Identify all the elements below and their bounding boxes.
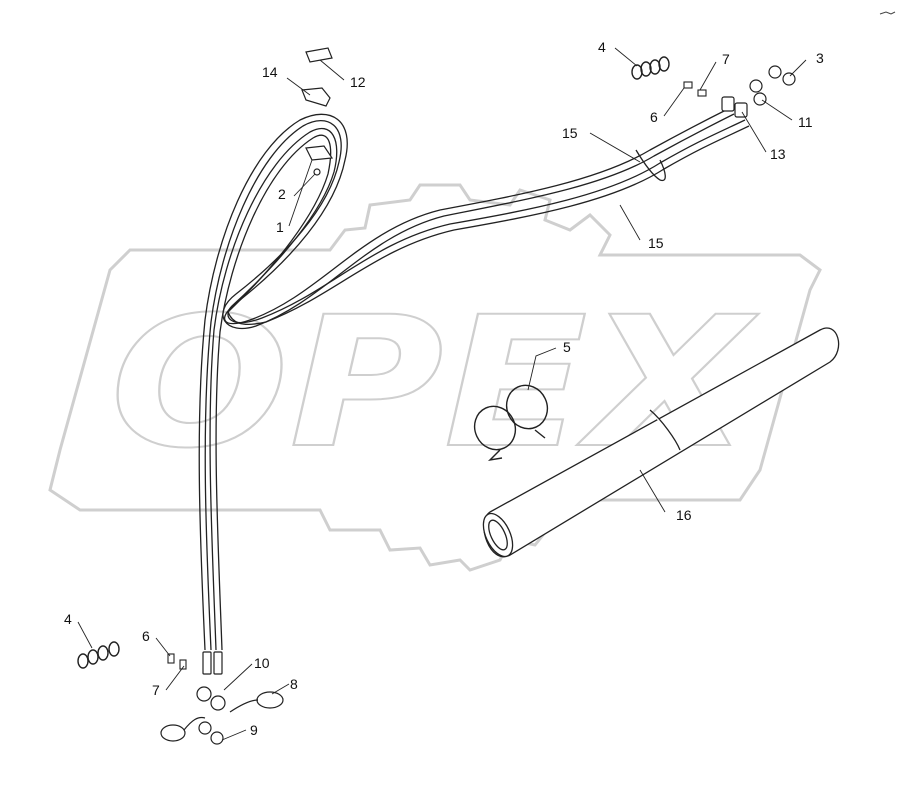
callout-7-top: 7 [722,51,730,67]
o-rings-top [631,56,670,80]
leader-lines [77,47,807,741]
callout-15-bottom: 15 [648,235,664,251]
callout-1: 1 [276,219,284,235]
hose-1 [198,107,731,651]
callout-10: 10 [254,655,270,671]
cable-ties [473,384,549,462]
nut-3b [782,72,796,86]
callout-9: 9 [250,722,258,738]
cap-8b [160,724,186,742]
callout-4-top: 4 [598,39,606,55]
clips-bottom [167,653,187,670]
fitting-11a [749,79,763,93]
bottom-fittings [160,651,284,745]
callout-13: 13 [770,146,786,162]
callout-4-bottom: 4 [64,611,72,627]
bracket-14 [301,87,331,107]
callout-6-bottom: 6 [142,628,150,644]
callout-12: 12 [350,74,366,90]
top-fittings [721,65,796,118]
callout-5: 5 [563,339,571,355]
cap-8 [256,691,284,709]
bracket-assembly [301,47,334,176]
hose-band-top [635,149,666,182]
fitting-13b [734,102,748,118]
callout-8: 8 [290,676,298,692]
corner-mark [879,11,896,15]
fitting-11b [753,92,767,106]
callout-11: 11 [798,114,813,130]
callout-6-top: 6 [650,109,658,125]
callout-7-bottom: 7 [152,682,160,698]
hose-1-inner [204,113,735,651]
callout-2: 2 [278,186,286,202]
clips-top [683,81,707,97]
callout-3: 3 [816,50,824,66]
watermark-logo: OPEX [48,183,822,572]
o-rings-bottom [77,641,120,669]
nut-3a [768,65,782,79]
bolt-2 [313,168,321,176]
clamp-1 [305,145,334,161]
hose-2-inner [215,125,750,651]
callout-labels: 14 12 2 1 4 7 3 6 11 15 13 15 5 16 4 6 1… [64,39,824,738]
plate-12 [305,47,333,63]
protective-sleeve [482,327,840,558]
hydraulic-hoses [198,107,750,651]
callout-16: 16 [676,507,692,523]
fitting-13a [721,96,735,112]
callout-14: 14 [262,64,278,80]
callout-15-top: 15 [562,125,578,141]
